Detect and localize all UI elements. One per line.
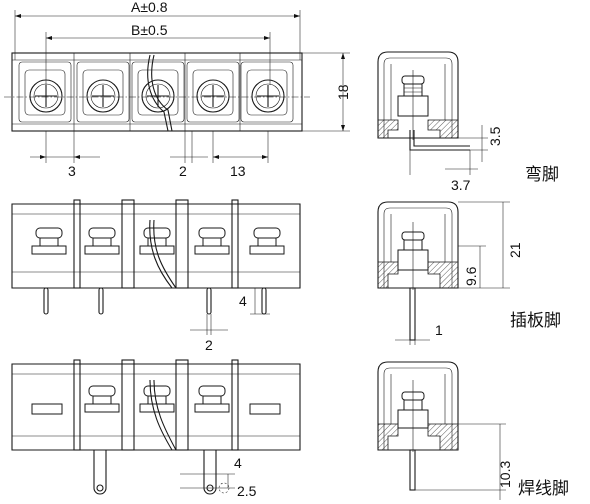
dim-2-top-label: 2 xyxy=(179,163,187,179)
top-position-1 xyxy=(18,61,72,123)
dim-4-bot-label: 4 xyxy=(234,455,242,471)
dim-3-label: 3 xyxy=(68,163,76,179)
dim-21-label: 21 xyxy=(507,242,523,258)
top-position-4 xyxy=(186,61,240,123)
dim-9-6-label: 9.6 xyxy=(463,266,479,286)
top-position-5 xyxy=(240,61,294,123)
dim-3-5-label: 3.5 xyxy=(487,126,503,146)
dim-a-label: A±0.8 xyxy=(131,0,168,15)
label-solder-pin: 焊线脚 xyxy=(518,479,569,499)
label-bent-pin: 弯脚 xyxy=(525,165,559,185)
label-pcb-pin: 插板脚 xyxy=(510,311,561,331)
dim-3-7-label: 3.7 xyxy=(451,177,471,193)
top-view: A±0.8 B±0.5 18 xyxy=(4,0,351,179)
side-view-solder-pin: 10.3 焊线脚 xyxy=(377,361,569,500)
dim-1-label: 1 xyxy=(435,322,443,338)
top-position-3 xyxy=(131,54,185,132)
front-view-solder-pin: 4 2.5 xyxy=(11,359,301,499)
side-view-pcb-pin: 21 9.6 1 插板脚 xyxy=(377,201,561,345)
dim-b-label: B±0.5 xyxy=(131,22,168,38)
dim-13-label: 13 xyxy=(230,163,246,179)
dim-4-mid-label: 4 xyxy=(239,293,247,309)
front-view-pcb-pin: 4 2 xyxy=(11,199,301,353)
top-position-2 xyxy=(76,61,130,123)
side-view-bent-pin: 3.5 3.7 弯脚 xyxy=(377,51,559,193)
dim-2-5-label: 2.5 xyxy=(237,483,257,499)
dim-2-mid-label: 2 xyxy=(205,337,213,353)
dim-18-label: 18 xyxy=(335,84,351,100)
dim-10-3-label: 10.3 xyxy=(497,461,513,488)
